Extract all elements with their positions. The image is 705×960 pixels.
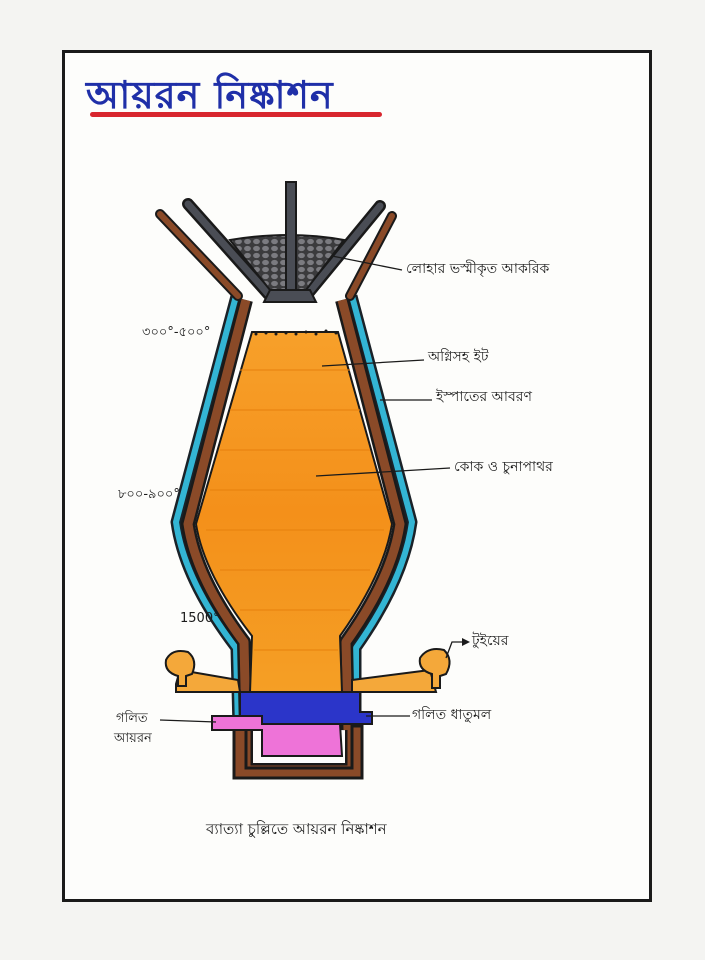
label-ore: লোহার ভস্মীকৃত আকরিক	[406, 261, 550, 277]
label-fire-brick: অগ্নিসহ ইট	[428, 349, 489, 365]
page-title: আয়রন নিষ্কাশন	[86, 73, 334, 117]
chute-arm-right-fill	[347, 213, 395, 299]
steel-casing-left-inner	[173, 295, 241, 729]
charge-streaks	[206, 369, 384, 651]
leader-lines	[159, 255, 462, 723]
molten-iron-layer	[211, 715, 344, 757]
label-molten-iron-line2: আয়রন	[114, 731, 152, 746]
brick-lining-right-fill	[337, 298, 405, 731]
tuyere-arrow-icon	[462, 638, 470, 646]
chute-arm-left-fill	[157, 211, 241, 299]
charge-top-dots	[254, 329, 338, 336]
tuyere-right	[351, 648, 451, 693]
steel-casing-right-inner	[349, 295, 415, 728]
label-steel-cover: ইস্পাতের আবরণ	[436, 389, 532, 405]
temperature-top: ৩০০°-৫০০°	[142, 325, 211, 340]
label-coke-limestone: কোক ও চুনাপাথর	[454, 459, 553, 475]
label-molten-slag: গলিত ধাতুমল	[412, 707, 492, 723]
temperature-bottom: 1500°	[180, 611, 220, 626]
tuyere-left	[164, 650, 242, 693]
bell-rod	[285, 181, 297, 295]
diagram-caption: ব্যাত্যা চুল্লিতে আয়রন নিষ্কাশন	[206, 820, 387, 838]
label-tuyere: টুইয়ের	[472, 633, 509, 649]
hearth-base	[232, 724, 364, 780]
title-underline	[90, 112, 382, 117]
bell	[262, 289, 318, 303]
label-molten-iron-line1: গলিত	[116, 711, 148, 726]
temperature-middle: ৮০০-৯০০°	[118, 487, 180, 502]
